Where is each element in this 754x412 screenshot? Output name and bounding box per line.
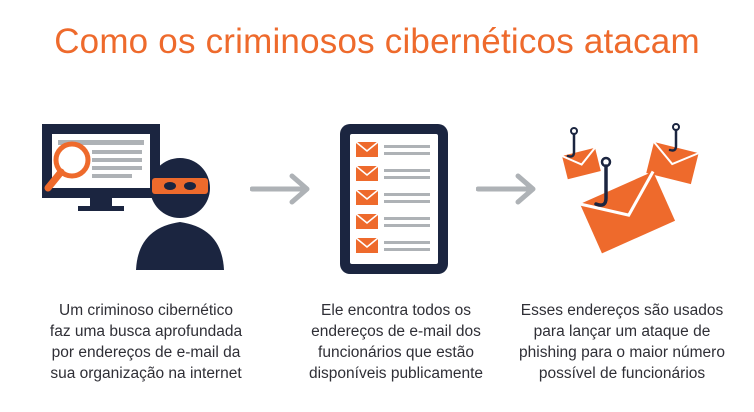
step-3-caption: Esses endereços são usados para lançar u… [519,302,725,382]
page-title: Como os criminosos cibernéticos atacam [54,22,700,61]
step-2-caption: Ele encontra todos os endereços de e-mai… [308,302,484,382]
hacker-searching-computer-icon [42,124,224,270]
arrow-right-icon [250,173,310,205]
email-list-document-icon [340,124,448,274]
step-1-caption: Um criminoso cibernético faz uma busca a… [49,302,243,382]
phishing-hooked-envelopes-icon [561,123,700,254]
arrow-right-icon [476,173,536,205]
